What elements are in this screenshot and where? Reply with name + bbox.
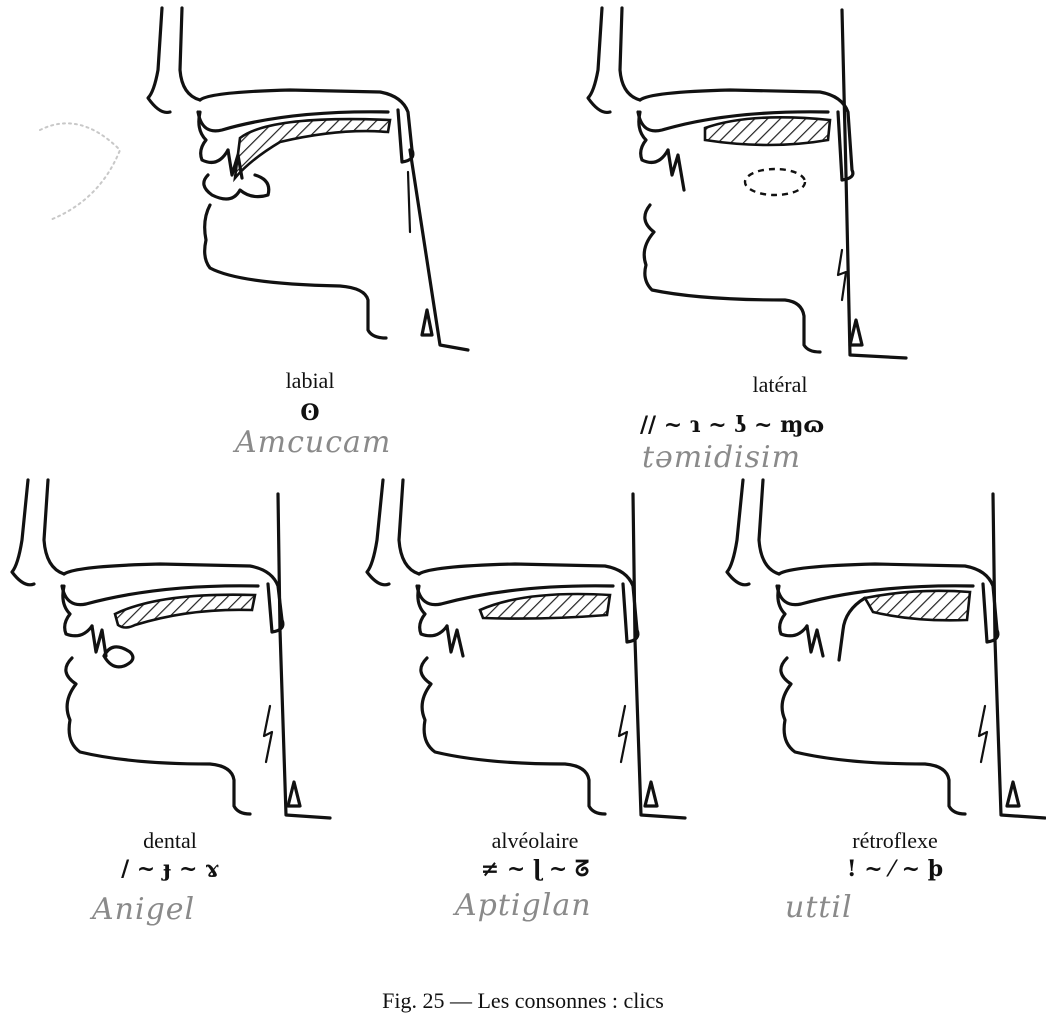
panel-labial: labial ʘ Amcucam: [140, 0, 470, 350]
panel-retroflex: rétroflexe ! ~ ⁄ ~ þ uttil: [715, 480, 1045, 820]
click-symbols: / ~ ɟ ~ ɤ: [100, 856, 240, 882]
hatched-tongue-contact: [115, 595, 255, 628]
sagittal-head-diagram: [355, 480, 685, 820]
panel-label: dental: [100, 828, 240, 854]
handwritten-note: tǝmidisim: [642, 440, 801, 475]
sagittal-head-diagram: [715, 480, 1045, 820]
panel-label: rétroflexe: [815, 828, 975, 854]
glottis-triangle-icon: [645, 782, 657, 806]
figure-caption: Fig. 25 — Les consonnes : clics: [0, 988, 1046, 1014]
sagittal-head-diagram: [580, 0, 910, 360]
panel-label: alvéolaire: [455, 828, 615, 854]
panel-dental: dental / ~ ɟ ~ ɤ Anigel: [0, 480, 330, 820]
handwritten-note: uttil: [785, 890, 853, 925]
hatched-tongue-contact: [705, 117, 830, 145]
panel-label: labial: [240, 368, 380, 394]
handwritten-note: Amcucam: [235, 425, 391, 460]
panel-alveolar: alvéolaire ≠ ~ ɭ ~ ᘔ Aptiglan: [355, 480, 685, 820]
click-symbols: // ~ ɿ ~ ʖ ~ ɱɷ: [640, 412, 860, 438]
hatched-tongue-contact: [235, 119, 390, 178]
glottis-triangle-icon: [288, 782, 300, 806]
handwritten-note: Aptiglan: [455, 888, 592, 923]
click-symbols: ʘ: [240, 400, 380, 426]
sagittal-head-diagram: [0, 480, 330, 820]
glottis-triangle-icon: [1007, 782, 1019, 806]
click-symbols: ! ~ ⁄ ~ þ: [815, 856, 975, 882]
panel-label: latéral: [710, 372, 850, 398]
glottis-triangle-icon: [850, 320, 862, 345]
panel-lateral: latéral // ~ ɿ ~ ʖ ~ ɱɷ tǝmidisim: [580, 0, 910, 360]
hatched-tongue-contact: [480, 594, 610, 619]
sagittal-head-diagram: [140, 0, 470, 350]
click-symbols: ≠ ~ ɭ ~ ᘔ: [455, 856, 615, 882]
hatched-tongue-contact: [865, 591, 970, 620]
glottis-triangle-icon: [422, 310, 432, 335]
handwritten-note: Anigel: [92, 892, 195, 927]
